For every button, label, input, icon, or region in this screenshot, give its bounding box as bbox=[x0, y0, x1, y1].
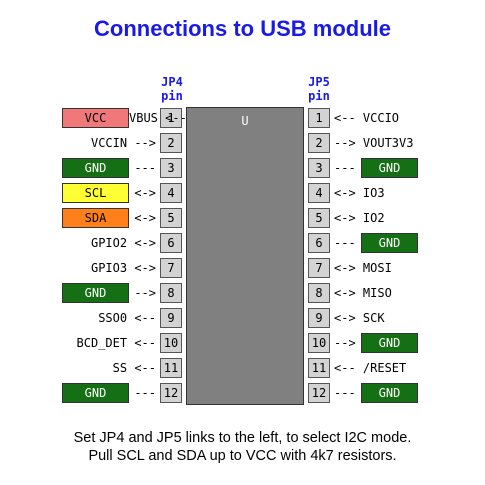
jp4-pin-9: 9 bbox=[160, 308, 182, 328]
jp5-pin-8: 8 bbox=[308, 283, 330, 303]
jp5-signal-2: --> VOUT3V3 bbox=[334, 136, 414, 150]
jp5-signal-7: <-> MOSI bbox=[334, 261, 392, 275]
jp5-signal-10: --> bbox=[334, 336, 356, 350]
jp5-signal-12: --- bbox=[334, 386, 356, 400]
jp4-pin-11: 11 bbox=[160, 358, 182, 378]
jp4-signal-12: --- bbox=[134, 386, 156, 400]
jp5-pin-5: 5 bbox=[308, 208, 330, 228]
jp5-signal-1: <-- VCCIO bbox=[334, 111, 400, 125]
jp4-signal-3: --- bbox=[134, 161, 156, 175]
jp4-signal-4: <-> bbox=[134, 186, 156, 200]
jp4-box-gnd: GND bbox=[62, 283, 129, 303]
jp5-pin-1: 1 bbox=[308, 108, 330, 128]
jp4-pin-12: 12 bbox=[160, 383, 182, 403]
jp5-pin-10: 10 bbox=[308, 333, 330, 353]
jp5-pin-4: 4 bbox=[308, 183, 330, 203]
jp4-signal-1: VBUS <-- bbox=[129, 111, 187, 125]
jp4-header: JP4 pin bbox=[152, 75, 192, 103]
footer-line-1: Set JP4 and JP5 links to the left, to se… bbox=[73, 430, 412, 446]
jp5-signal-8: <-> MISO bbox=[334, 286, 392, 300]
jp5-sub: pin bbox=[308, 89, 330, 103]
jp4-sub: pin bbox=[161, 89, 183, 103]
chip-label: U bbox=[241, 114, 249, 128]
jp5-signal-9: <-> SCK bbox=[334, 311, 385, 325]
usb-module-chip: U bbox=[186, 107, 304, 405]
jp5-pin-6: 6 bbox=[308, 233, 330, 253]
jp5-name: JP5 bbox=[308, 75, 330, 89]
jp4-pin-3: 3 bbox=[160, 158, 182, 178]
jp4-signal-9: SSO0 <-- bbox=[98, 311, 156, 325]
jp4-pin-7: 7 bbox=[160, 258, 182, 278]
jp5-signal-6: --- bbox=[334, 236, 356, 250]
jp4-pin-10: 10 bbox=[160, 333, 182, 353]
jp4-box-sda: SDA bbox=[62, 208, 129, 228]
jp4-box-gnd: GND bbox=[62, 158, 129, 178]
jp4-box-gnd: GND bbox=[62, 383, 129, 403]
jp4-signal-2: VCCIN --> bbox=[90, 136, 156, 150]
jp4-pin-8: 8 bbox=[160, 283, 182, 303]
jp5-pin-3: 3 bbox=[308, 158, 330, 178]
jp5-pin-12: 12 bbox=[308, 383, 330, 403]
jp4-pin-4: 4 bbox=[160, 183, 182, 203]
jp4-signal-10: BCD_DET <-- bbox=[76, 336, 156, 350]
jp4-signal-11: SS <-- bbox=[112, 361, 156, 375]
jp5-box-gnd: GND bbox=[361, 158, 418, 178]
jp5-pin-9: 9 bbox=[308, 308, 330, 328]
jp5-pin-11: 11 bbox=[308, 358, 330, 378]
jp4-pin-2: 2 bbox=[160, 133, 182, 153]
jp5-signal-5: <-> IO2 bbox=[334, 211, 385, 225]
jp5-signal-4: <-> IO3 bbox=[334, 186, 385, 200]
jp4-box-scl: SCL bbox=[62, 183, 129, 203]
jp5-box-gnd: GND bbox=[361, 333, 418, 353]
diagram-title: Connections to USB module bbox=[94, 16, 391, 41]
jp4-signal-7: GPIO3 <-> bbox=[90, 261, 156, 275]
jp5-box-gnd: GND bbox=[361, 233, 418, 253]
jp5-signal-11: <-- /RESET bbox=[334, 361, 407, 375]
footer-line-2: Pull SCL and SDA up to VCC with 4k7 resi… bbox=[88, 448, 397, 464]
jp4-pin-5: 5 bbox=[160, 208, 182, 228]
jp5-pin-7: 7 bbox=[308, 258, 330, 278]
jp5-signal-3: --- bbox=[334, 161, 356, 175]
jp4-signal-5: <-> bbox=[134, 211, 156, 225]
jp4-signal-8: --> bbox=[134, 286, 156, 300]
jp4-signal-6: GPIO2 <-> bbox=[90, 236, 156, 250]
jp5-pin-2: 2 bbox=[308, 133, 330, 153]
jp5-header: JP5 pin bbox=[299, 75, 339, 103]
jp4-pin-6: 6 bbox=[160, 233, 182, 253]
jp4-pin-1: 1 bbox=[160, 108, 182, 128]
jp4-box-vcc: VCC bbox=[62, 108, 129, 128]
jp4-name: JP4 bbox=[161, 75, 183, 89]
jp5-box-gnd: GND bbox=[361, 383, 418, 403]
